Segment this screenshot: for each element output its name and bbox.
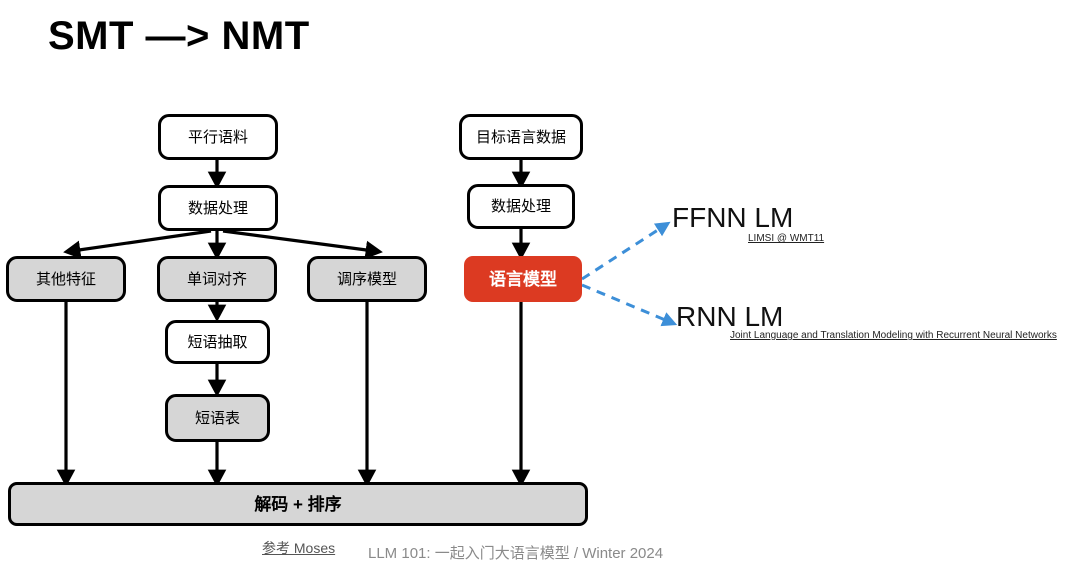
node-label: 语言模型 — [489, 269, 557, 289]
node-label: 解码 + 排序 — [254, 494, 342, 514]
reference-link[interactable]: 参考 Moses — [262, 540, 336, 556]
node-label: 短语抽取 — [187, 333, 248, 351]
node-label: 数据处理 — [187, 199, 248, 217]
node-source-corpus[interactable]: 平行语料 — [158, 114, 278, 160]
node-label: 短语表 — [194, 409, 240, 427]
branch-link-rnn-lm[interactable]: Joint Language and Translation Modeling … — [730, 330, 1057, 341]
page-title: SMT —> NMT — [48, 14, 310, 58]
node-label: 目标语言数据 — [475, 128, 566, 146]
node-other-features[interactable]: 其他特征 — [6, 256, 126, 302]
node-label: 其他特征 — [35, 270, 96, 288]
node-label: 调序模型 — [336, 270, 397, 288]
node-decoder[interactable]: 解码 + 排序 — [8, 482, 588, 526]
node-label: 平行语料 — [187, 128, 248, 146]
node-phrase-extraction[interactable]: 短语抽取 — [165, 320, 270, 364]
node-phrase-table[interactable]: 短语表 — [165, 394, 270, 442]
node-label: 单词对齐 — [186, 270, 247, 288]
branch-link-ffnn-lm[interactable]: LIMSI @ WMT11 — [748, 233, 825, 244]
node-language-model[interactable]: 语言模型 — [464, 256, 582, 302]
node-preprocess-smt[interactable]: 数据处理 — [158, 185, 278, 231]
node-target-data[interactable]: 目标语言数据 — [459, 114, 583, 160]
branch-title-ffnn-lm: FFNN LM — [672, 202, 794, 233]
node-preprocess-lm[interactable]: 数据处理 — [467, 184, 575, 229]
node-label: 数据处理 — [490, 198, 551, 215]
branch-title-rnn-lm: RNN LM — [676, 301, 784, 332]
slide-footer: LLM 101: 一起入门大语言模型 / Winter 2024 — [368, 545, 664, 562]
node-word-alignment[interactable]: 单词对齐 — [157, 256, 277, 302]
node-reordering-model[interactable]: 调序模型 — [307, 256, 427, 302]
